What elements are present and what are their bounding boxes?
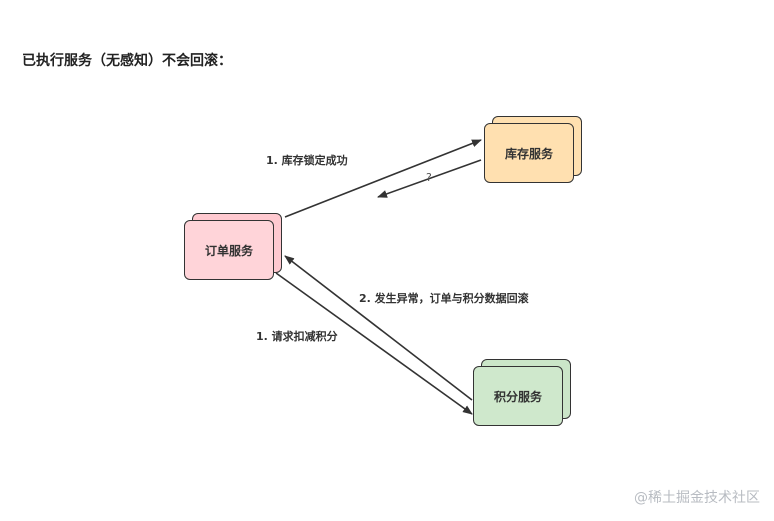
watermark: @稀土掘金技术社区 bbox=[634, 490, 760, 506]
edge-inventory-to-order-question bbox=[377, 159, 482, 198]
edge-order-to-points bbox=[275, 272, 473, 415]
edge-order-to-inventory bbox=[284, 139, 482, 218]
order-service-node: 订单服务 bbox=[184, 213, 282, 282]
order-service-label: 订单服务 bbox=[184, 220, 274, 280]
edge-label-question: ? bbox=[426, 171, 432, 184]
inventory-service-node: 库存服务 bbox=[484, 116, 582, 185]
edge-points-to-order-rollback bbox=[284, 255, 473, 401]
inventory-service-label: 库存服务 bbox=[484, 123, 574, 183]
diagram-heading: 已执行服务（无感知）不会回滚： bbox=[22, 53, 232, 69]
points-service-label: 积分服务 bbox=[473, 366, 563, 426]
edge-label-request-points: 1. 请求扣减积分 bbox=[256, 330, 338, 343]
points-service-node: 积分服务 bbox=[473, 359, 571, 428]
edge-label-error-rollback: 2. 发生异常，订单与积分数据回滚 bbox=[359, 292, 529, 305]
edge-label-lock-inventory: 1. 库存锁定成功 bbox=[266, 154, 348, 167]
